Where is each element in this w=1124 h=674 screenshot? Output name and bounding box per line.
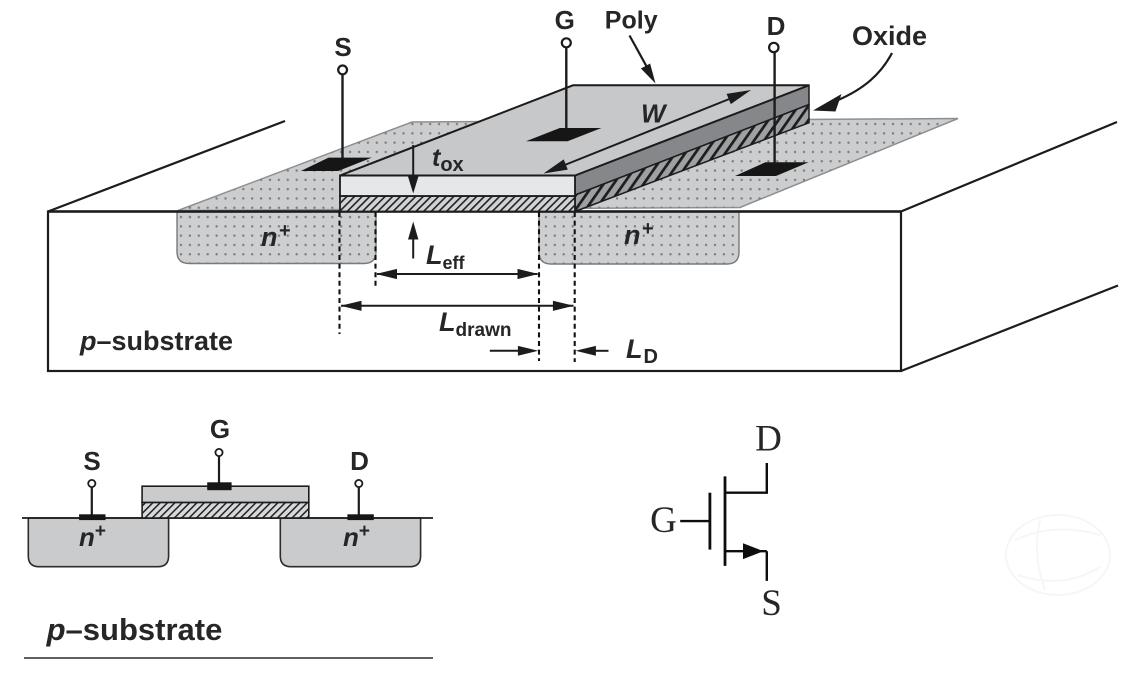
svg-text:G: G — [210, 414, 230, 444]
svg-text:Poly: Poly — [605, 7, 658, 35]
svg-text:S: S — [83, 446, 100, 476]
svg-text:p–substrate: p–substrate — [79, 326, 233, 356]
svg-text:D: D — [767, 11, 786, 41]
svg-text:D: D — [350, 446, 369, 476]
svg-text:p–substrate: p–substrate — [46, 612, 223, 647]
svg-text:LD: LD — [626, 334, 658, 368]
svg-text:G: G — [555, 5, 575, 35]
svg-text:W: W — [641, 99, 668, 129]
svg-text:G: G — [650, 500, 677, 541]
svg-text:S: S — [334, 32, 351, 62]
svg-text:D: D — [755, 419, 782, 460]
svg-text:S: S — [761, 583, 782, 624]
svg-text:Oxide: Oxide — [852, 21, 927, 51]
